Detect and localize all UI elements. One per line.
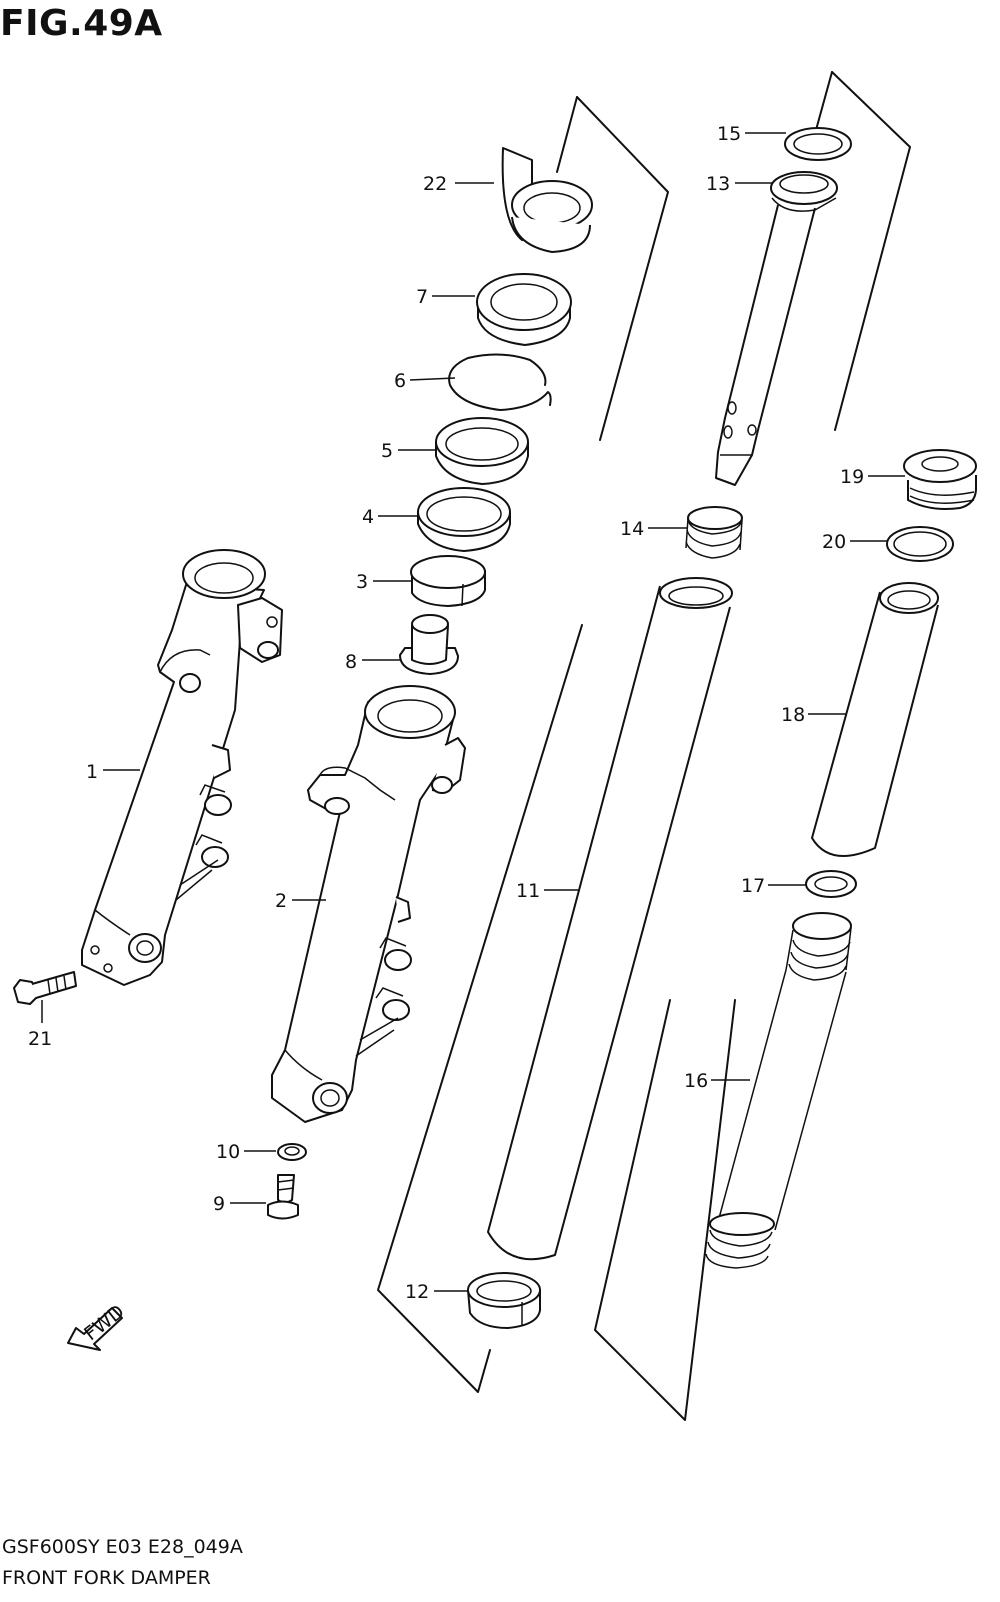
callout-5: 5 xyxy=(381,440,393,462)
part-21-bolt xyxy=(13,971,77,1005)
figure-title: FIG.49A xyxy=(0,3,163,44)
part-9-bolt xyxy=(267,1174,299,1220)
callout-22: 22 xyxy=(423,173,447,195)
part-8-oil-lock-piece xyxy=(399,614,459,675)
part-6-circlip xyxy=(448,353,552,411)
callout-18: 18 xyxy=(781,704,805,726)
callout-16: 16 xyxy=(684,1070,708,1092)
part-20-o-ring xyxy=(886,526,954,562)
model-code: GSF600SY E03 E28_049A xyxy=(2,1536,243,1558)
part-1-outer-tube-left xyxy=(81,549,283,986)
part-16-fork-spring xyxy=(705,912,852,1269)
part-12-slide-bushing xyxy=(467,1272,541,1329)
callout-10: 10 xyxy=(216,1141,240,1163)
callout-15: 15 xyxy=(717,123,741,145)
part-11-inner-tube xyxy=(487,577,733,1261)
part-13-damper-rod xyxy=(715,171,838,486)
callout-19: 19 xyxy=(840,466,864,488)
part-18-spacer xyxy=(811,582,939,857)
part-14-rebound-spring xyxy=(685,506,743,559)
callout-21: 21 xyxy=(28,1028,52,1050)
callout-14: 14 xyxy=(620,518,644,540)
part-17-washer xyxy=(805,870,857,898)
callout-labels: 22 7 6 5 4 3 8 1 2 21 10 9 11 12 15 13 1… xyxy=(28,123,864,1303)
part-7-oil-seal xyxy=(476,273,572,346)
part-19-cap-bolt xyxy=(903,449,977,510)
leader-lines xyxy=(41,132,905,1292)
diagram-title: FRONT FORK DAMPER xyxy=(2,1567,211,1589)
callout-6: 6 xyxy=(394,370,406,392)
callout-20: 20 xyxy=(822,531,846,553)
part-4-ring xyxy=(417,487,511,552)
part-2-outer-tube-right xyxy=(271,685,466,1123)
part-22-dust-seal-cover xyxy=(501,147,593,253)
part-3-guide-metal xyxy=(410,555,486,607)
callout-13: 13 xyxy=(706,173,730,195)
callout-2: 2 xyxy=(275,890,287,912)
callout-4: 4 xyxy=(362,506,374,528)
assembly-outline xyxy=(377,71,911,1421)
part-5-ring xyxy=(435,417,529,485)
callout-7: 7 xyxy=(416,286,428,308)
callout-9: 9 xyxy=(213,1193,225,1215)
callout-11: 11 xyxy=(516,880,540,902)
callout-8: 8 xyxy=(345,651,357,673)
fwd-arrow-icon: FWD xyxy=(67,1301,129,1351)
callout-17: 17 xyxy=(741,875,765,897)
fwd-label: FWD xyxy=(80,1301,129,1346)
part-10-gasket xyxy=(277,1143,307,1161)
callout-1: 1 xyxy=(86,761,98,783)
callout-12: 12 xyxy=(405,1281,429,1303)
callout-3: 3 xyxy=(356,571,368,593)
part-15-ring xyxy=(784,127,852,161)
